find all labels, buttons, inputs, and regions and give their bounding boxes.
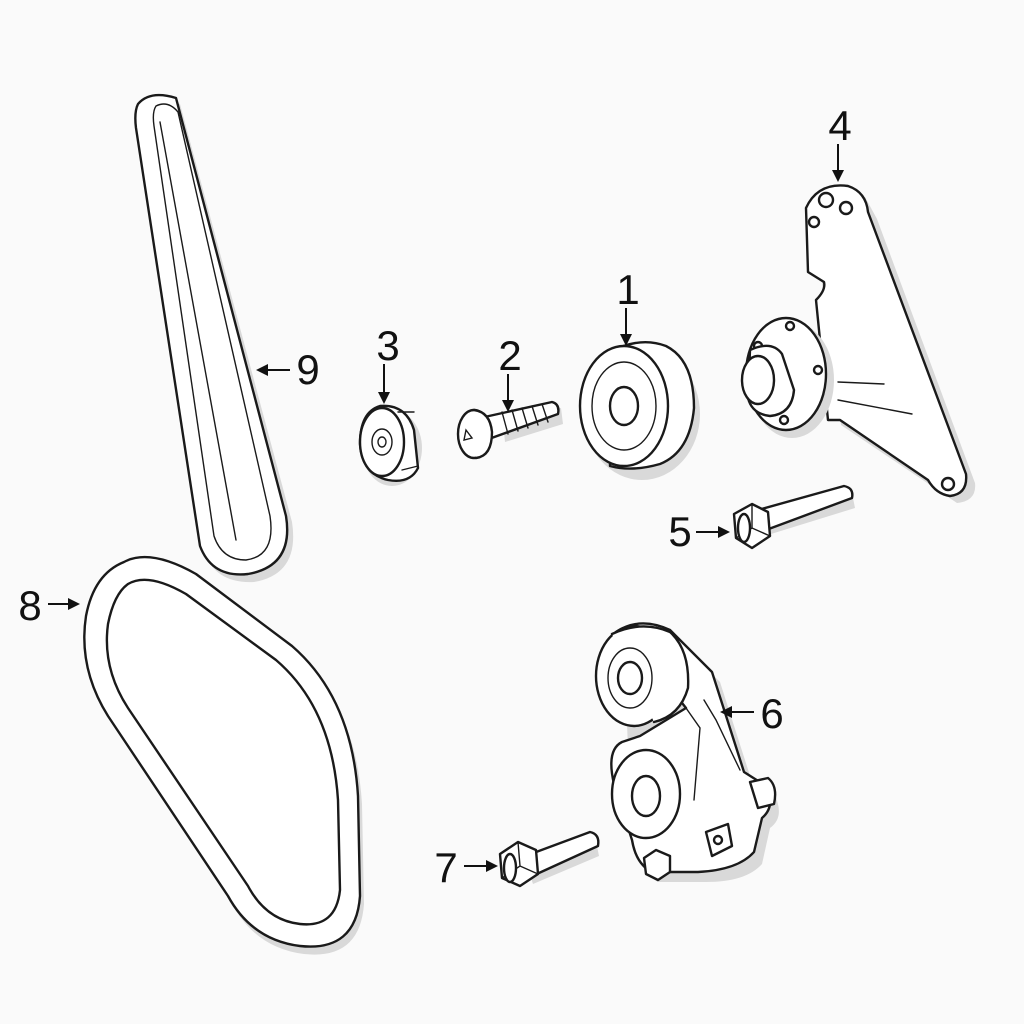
part-3-pulley-cap [358,404,422,486]
part-5-flange-bolt [732,484,855,550]
callout-5-number: 5 [668,508,691,555]
part-6-belt-tensioner [594,622,779,882]
callout-3-number: 3 [376,322,399,369]
callout-2: 2 [498,332,522,412]
callout-7: 7 [434,844,498,891]
callout-9: 9 [256,346,320,393]
callout-4: 4 [828,102,852,182]
part-9-v-belt [134,93,294,583]
part-2-pulley-bolt [456,400,563,460]
callout-5: 5 [668,508,730,555]
callout-6: 6 [720,690,784,737]
callout-8: 8 [18,582,80,629]
callout-4-number: 4 [828,102,851,149]
part-8-serpentine-belt [83,555,364,955]
callout-3: 3 [376,322,400,404]
part-1-idler-pulley [578,340,700,480]
callout-8-number: 8 [18,582,41,629]
callout-9-number: 9 [296,346,319,393]
part-4-mounting-bracket [740,184,976,503]
callout-1: 1 [616,266,640,346]
callout-2-number: 2 [498,332,521,379]
callout-6-number: 6 [760,690,783,737]
callout-7-number: 7 [434,844,457,891]
callout-1-number: 1 [616,266,639,313]
part-7-flange-bolt [498,830,600,888]
